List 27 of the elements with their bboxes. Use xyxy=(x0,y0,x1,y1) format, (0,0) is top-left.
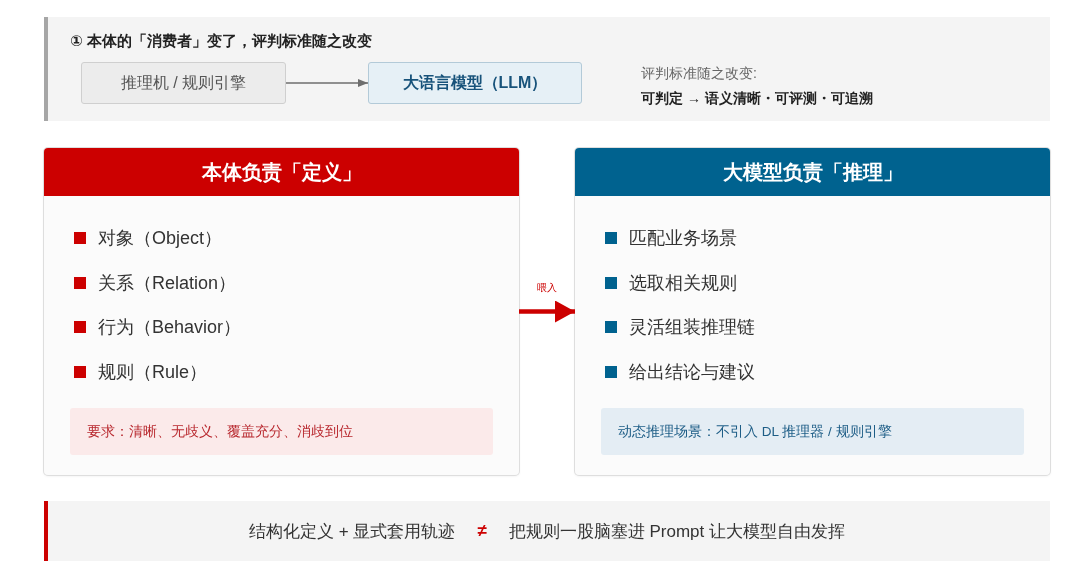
process-box: 推理机 / 规则引擎 xyxy=(81,62,286,104)
card-panel xyxy=(575,148,1050,475)
panel-title: ① 本体的「消费者」变了，评判标准随之改变 xyxy=(70,31,372,51)
statement-band xyxy=(44,501,1050,561)
list-item-text: 规则（Rule） xyxy=(98,361,208,384)
card-header: 大模型负责「推理」 xyxy=(575,148,1050,196)
list-item-text: 匹配业务场景 xyxy=(629,227,737,249)
statement-text: 结构化定义 + 显式套用轨迹 xyxy=(249,520,456,543)
edge-label: 喂入 xyxy=(535,281,559,294)
list-item-text: 选取相关规则 xyxy=(629,271,737,294)
note-box: 要求：清晰、无歧义、覆盖充分、消歧到位 xyxy=(70,408,493,455)
caption-text: 评判标准随之改变: xyxy=(641,64,757,83)
info-panel xyxy=(44,17,1050,121)
note-box: 动态推理场景：不引入 DL 推理器 / 规则引擎 xyxy=(601,408,1024,455)
list-item-text: 给出结论与建议 xyxy=(629,361,755,384)
statement-text: 把规则一股脑塞进 Prompt 让大模型自由发挥 xyxy=(508,520,845,543)
list-item-text: 行为（Behavior） xyxy=(98,316,242,339)
process-box: 大语言模型（LLM） xyxy=(368,62,582,104)
list-item-text: 灵活组装推理链 xyxy=(629,316,755,339)
card-panel xyxy=(44,148,519,475)
arrow xyxy=(285,79,369,87)
summary-text: 可判定 → 语义清晰・可评测・可追溯 xyxy=(641,89,873,108)
not-equal-sign: ≠ xyxy=(477,521,487,541)
arrow xyxy=(519,300,575,323)
list-item-text: 对象（Object） xyxy=(98,227,223,249)
card-header: 本体负责「定义」 xyxy=(44,148,519,196)
list-item-text: 关系（Relation） xyxy=(98,271,237,294)
